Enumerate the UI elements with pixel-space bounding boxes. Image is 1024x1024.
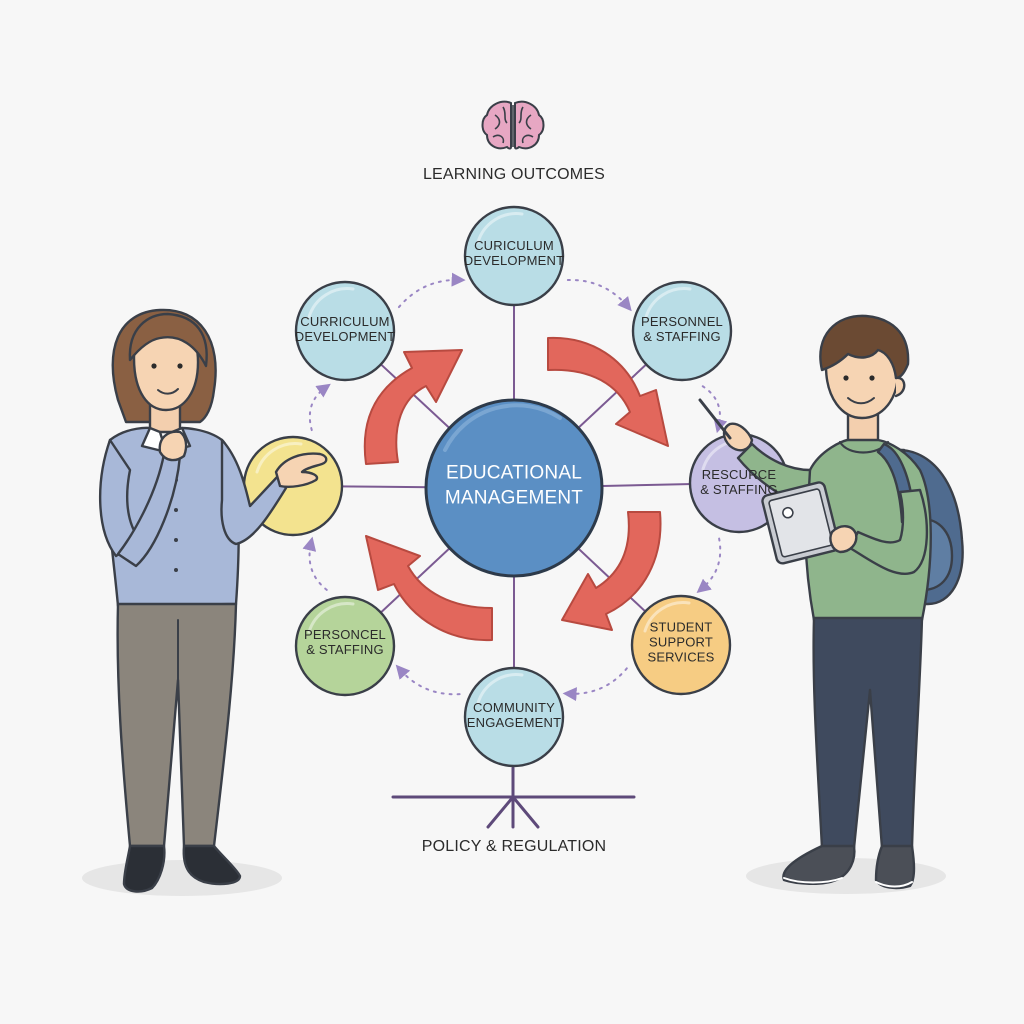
cycle-arrows (363, 336, 669, 642)
brain-icon (481, 100, 545, 150)
node-bottom (463, 666, 565, 768)
top-label: LEARNING OUTCOMES (422, 165, 606, 183)
node-upper-left (294, 280, 396, 382)
cycle-arrow-1 (363, 349, 463, 465)
node-bottom-label: COMMUNITY ENGAGEMENT (466, 700, 562, 730)
connector-top (566, 279, 632, 312)
node-top-label: CURICULUM DEVELOPMENT (463, 238, 565, 268)
node-right-label: RESCURCE & STAFFING (700, 467, 778, 497)
center-node-label: EDUCATIONAL MANAGEMENT (444, 462, 584, 508)
node-left-highlight (255, 442, 303, 474)
node-upper-right-highlight (644, 287, 692, 319)
node-lower-right-highlight (643, 601, 691, 633)
node-top (463, 205, 565, 307)
connector-upper-left (397, 272, 466, 309)
node-upper-right-label: PERSONNEL & STAFFING (641, 314, 723, 344)
connector-bottom (395, 664, 461, 696)
cycle-arrow-2 (547, 336, 669, 447)
node-lower-left-highlight (307, 602, 355, 634)
connector-right (696, 537, 722, 594)
node-bottom-highlight (476, 673, 524, 705)
node-upper-left-label: CURRICULUM DEVELOPMENT (294, 314, 396, 344)
node-lower-right (630, 594, 732, 696)
node-lower-right-label: STUDENT SUPPORT SERVICES (647, 619, 715, 665)
connector-left (308, 383, 331, 432)
node-upper-left-highlight (307, 287, 355, 319)
node-upper-right (631, 280, 733, 382)
node-lower-left (294, 595, 396, 697)
connector-upper-right (701, 385, 728, 434)
node-lower-left-label: PERSONCEL & STAFFING (304, 627, 386, 657)
node-top-highlight (476, 212, 524, 244)
bottom-label: POLICY & REGULATION (421, 837, 607, 855)
cycle-arrow-4 (365, 535, 493, 642)
student-figure (698, 314, 964, 890)
teacher-shadow (82, 860, 282, 896)
foundation-base (391, 766, 636, 829)
teacher-figure (99, 308, 328, 893)
center-node (424, 398, 604, 578)
connector-lower-right (562, 667, 628, 702)
cycle-arrow-3 (561, 511, 662, 631)
connector-lower-left (302, 536, 328, 591)
dotted-connectors (302, 272, 728, 702)
